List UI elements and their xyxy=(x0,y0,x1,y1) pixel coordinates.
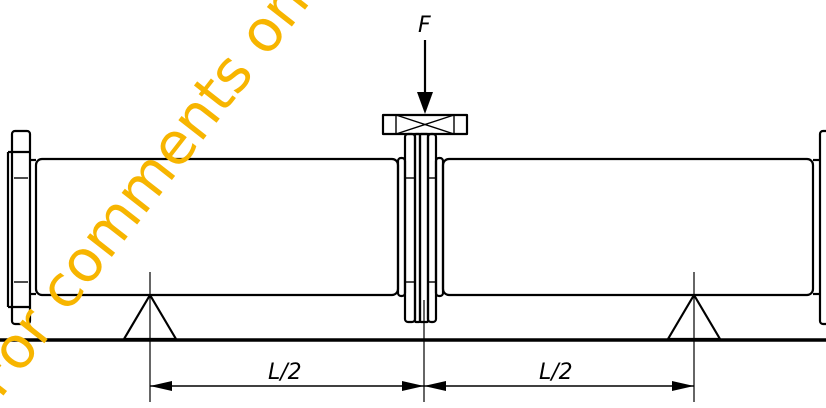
span-left-label: L/2 xyxy=(268,360,302,385)
load-label: F xyxy=(418,13,431,38)
span-right-label: L/2 xyxy=(539,360,573,385)
middle-coupling xyxy=(396,132,445,324)
watermark: For comments only – xyxy=(0,0,383,403)
right-end-flange xyxy=(813,129,826,326)
right-pipe-body xyxy=(441,157,815,297)
load-pad xyxy=(381,113,469,136)
load-arrow xyxy=(417,40,433,114)
dimension-line xyxy=(150,381,694,391)
left-end-flange xyxy=(6,129,36,326)
